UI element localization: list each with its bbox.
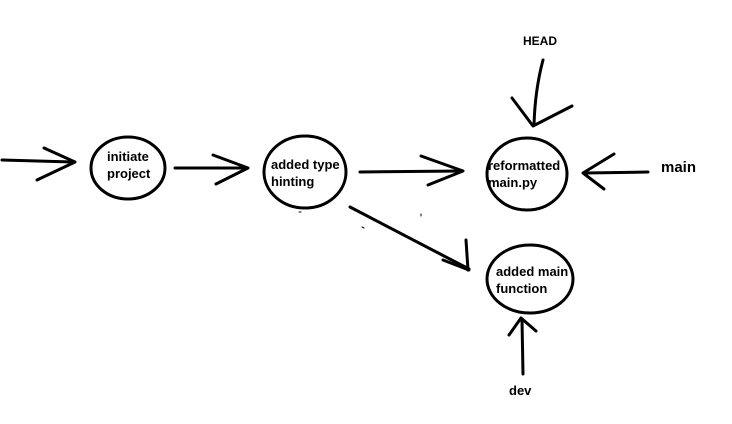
commit-label-added-main-function: added main function [496,264,569,296]
dev-ref-label: dev [509,383,532,398]
commit-node-reformatted-main [485,136,569,212]
commit-label-added-type-hinting: added type hinting [271,157,340,189]
commit-label-reformatted-main: reformatted main.py [488,158,561,190]
incoming-arrow [0,146,77,182]
pen-specks [298,211,422,229]
edge-type-hinting-to-main-function [348,205,471,272]
commit-node-initiate-project [89,135,167,201]
head-ref-label: HEAD [523,34,558,48]
commit-node-added-main-function [485,243,575,315]
edge-type-hinting-to-reformatted [358,154,465,187]
commit-label-initiate-project: initiate project [107,149,151,181]
head-pointer-arrow [510,58,574,128]
main-ref-label: main [661,159,697,176]
main-pointer-arrow [581,152,650,191]
commit-node-added-type-hinting [262,134,348,210]
dev-pointer-arrow [507,316,538,376]
edge-initiate-to-type-hinting [173,153,250,186]
